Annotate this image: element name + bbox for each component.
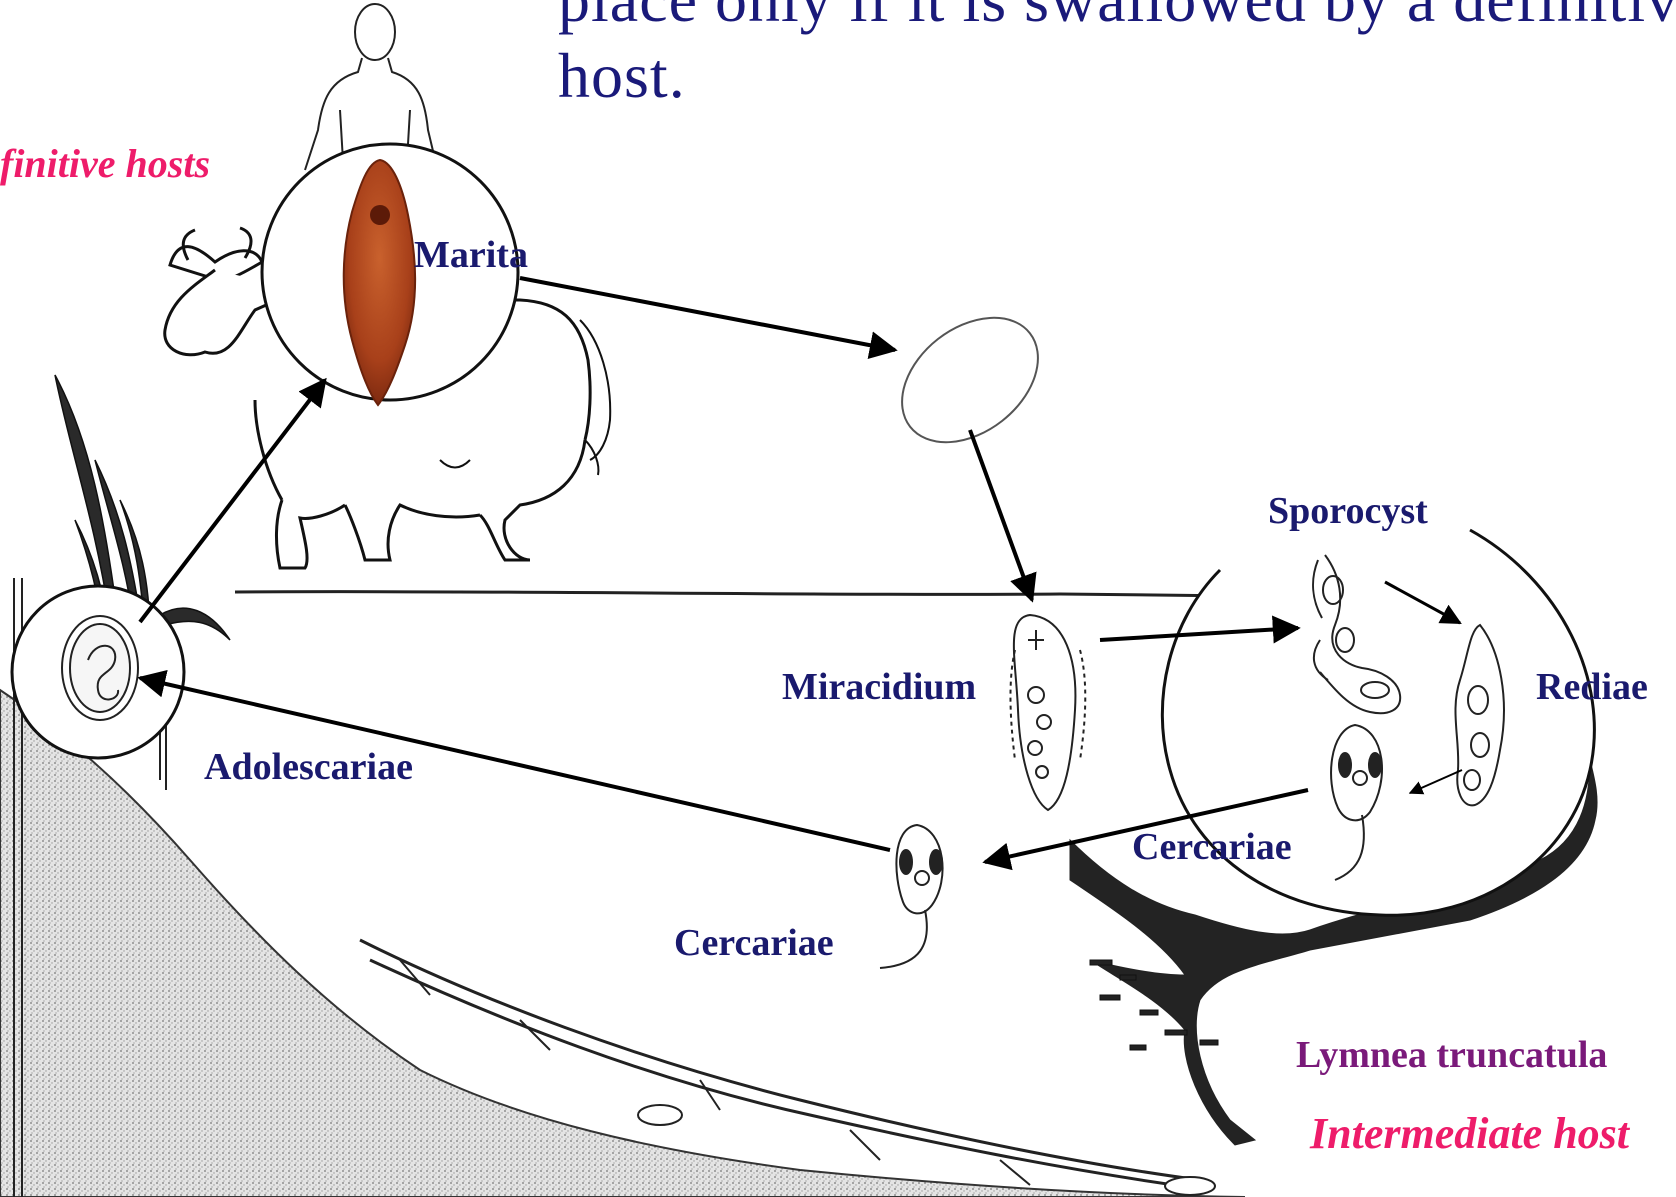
miracidium-drawing xyxy=(1010,615,1085,810)
definitive-hosts-label: finitive hosts xyxy=(0,144,210,184)
miracidium-label: Miracidium xyxy=(782,668,976,706)
sporocyst-label: Sporocyst xyxy=(1268,492,1428,530)
cercariae-snail-label: Cercariae xyxy=(1132,828,1292,866)
arrow-adolescaria-to-marita xyxy=(140,380,325,622)
adolescaria-cyst-drawing xyxy=(62,616,138,720)
egg-drawing xyxy=(878,292,1062,468)
cercariae-free-label: Cercariae xyxy=(674,924,834,962)
arrow-egg-to-miracidium xyxy=(970,430,1032,600)
cercaria-free-drawing xyxy=(880,825,943,968)
marita-label: Marita xyxy=(414,236,528,274)
snail-species-label: Lymnea truncatula xyxy=(1296,1036,1607,1074)
water-surface-line xyxy=(235,592,1240,596)
intermediate-host-label: Intermediate host xyxy=(1310,1112,1629,1156)
ground-slope xyxy=(0,690,1245,1197)
rediae-label: Rediae xyxy=(1536,668,1648,706)
adolescariae-label: Adolescariae xyxy=(204,748,413,786)
